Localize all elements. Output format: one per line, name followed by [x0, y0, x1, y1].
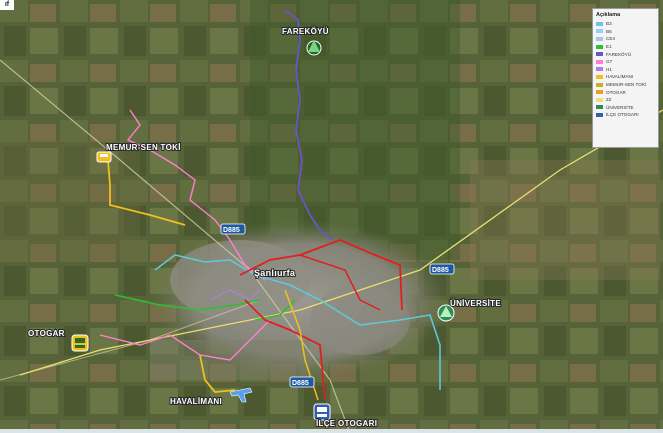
- label-universite: ÜNİVERSİTE: [450, 299, 501, 308]
- label-havalimani: HAVALİMANI: [170, 397, 222, 406]
- route-red: [239, 239, 403, 311]
- route-e1: [114, 294, 261, 311]
- legend-swatch-icon: [596, 90, 603, 95]
- bottom-bar: [0, 429, 663, 433]
- legend-item: E1: [596, 43, 655, 51]
- ilce-otogari-marker[interactable]: [313, 403, 331, 421]
- route-farekoyu: [284, 9, 333, 241]
- legend-item: HAVALİMANI: [596, 73, 655, 81]
- airplane-icon: [229, 387, 253, 403]
- legend-swatch-icon: [596, 52, 603, 57]
- farekoyu-marker[interactable]: [306, 40, 322, 56]
- route-memursen: [107, 159, 186, 226]
- d885-shield-2: D885: [429, 263, 455, 275]
- legend-item-label: E1: [606, 44, 612, 50]
- legend-item-label: İLÇE OTOGARI: [606, 112, 639, 118]
- label-farekoyu: FAREKÖYÜ: [282, 27, 329, 36]
- legend-item: MEMUR-SEN TOKİ: [596, 81, 655, 89]
- d885-shield-1: D885: [220, 223, 246, 235]
- bus-icon: [75, 338, 85, 343]
- legend-item-label: B6: [606, 28, 612, 34]
- route-g7: [126, 109, 266, 281]
- legend-item: G7: [596, 58, 655, 66]
- legend-title: Açıklama: [596, 12, 621, 18]
- legend-item: Z2: [596, 96, 655, 104]
- legend-item: İLÇE OTOGARI: [596, 111, 655, 119]
- route-havalimani: [199, 354, 236, 393]
- legend-swatch-icon: [596, 67, 603, 72]
- svg-text:D885: D885: [223, 227, 240, 234]
- legend-item: B3: [596, 20, 655, 28]
- legend-item: B6: [596, 28, 655, 36]
- legend-item-label: B3: [606, 21, 612, 27]
- legend-swatch-icon: [596, 97, 603, 102]
- legend-item-label: ÜNİVERSİTE: [606, 104, 634, 110]
- otogar-marker[interactable]: [71, 334, 89, 352]
- legend-swatch-icon: [596, 44, 603, 49]
- university-icon: [440, 306, 452, 317]
- legend-swatch-icon: [596, 21, 603, 26]
- legend-swatch-icon: [596, 36, 603, 41]
- legend-swatch-icon: [596, 112, 603, 117]
- legend-item-label: G7: [606, 59, 613, 65]
- svg-text:D885: D885: [432, 267, 449, 274]
- label-ilce-otogari: İLÇE OTOGARI: [316, 419, 377, 428]
- legend-item-label: Z2: [606, 97, 612, 103]
- legend-item: OTOGAR: [596, 88, 655, 96]
- tree-icon: [308, 40, 320, 52]
- legend-item: CE4: [596, 35, 655, 43]
- route-h1: [209, 289, 261, 301]
- legend-item-label: OTOGAR: [606, 89, 626, 95]
- legend-swatch-icon: [596, 74, 603, 79]
- route-b3: [154, 254, 441, 390]
- legend-item: H1: [596, 66, 655, 74]
- corner-mark: ıf: [0, 0, 14, 10]
- legend-swatch-icon: [596, 59, 603, 64]
- bus-icon: [317, 407, 327, 412]
- label-memursen: MEMUR-SEN TOKİ: [106, 143, 181, 152]
- legend-item: FAREKÖYÜ: [596, 50, 655, 58]
- svg-text:D885: D885: [292, 380, 309, 387]
- label-otogar: OTOGAR: [28, 329, 65, 338]
- d885-shield-3: D885: [289, 376, 315, 388]
- legend-swatch-icon: [596, 105, 603, 110]
- legend-swatch-icon: [596, 82, 603, 87]
- legend-item-label: FAREKÖYÜ: [606, 51, 632, 57]
- legend-item-label: HAVALİMANI: [606, 74, 634, 80]
- legend-swatch-icon: [596, 29, 603, 34]
- label-sanliurfa: Şanlıurfa: [254, 268, 296, 278]
- legend-item-label: H1: [606, 66, 612, 72]
- legend-item-label: CE4: [606, 36, 615, 42]
- green-valley: [250, 0, 460, 260]
- memursen-marker[interactable]: [96, 151, 112, 163]
- havalimani-marker[interactable]: [229, 387, 253, 403]
- universite-marker[interactable]: [437, 304, 455, 322]
- legend-item-label: MEMUR-SEN TOKİ: [606, 82, 647, 88]
- legend-item: ÜNİVERSİTE: [596, 104, 655, 112]
